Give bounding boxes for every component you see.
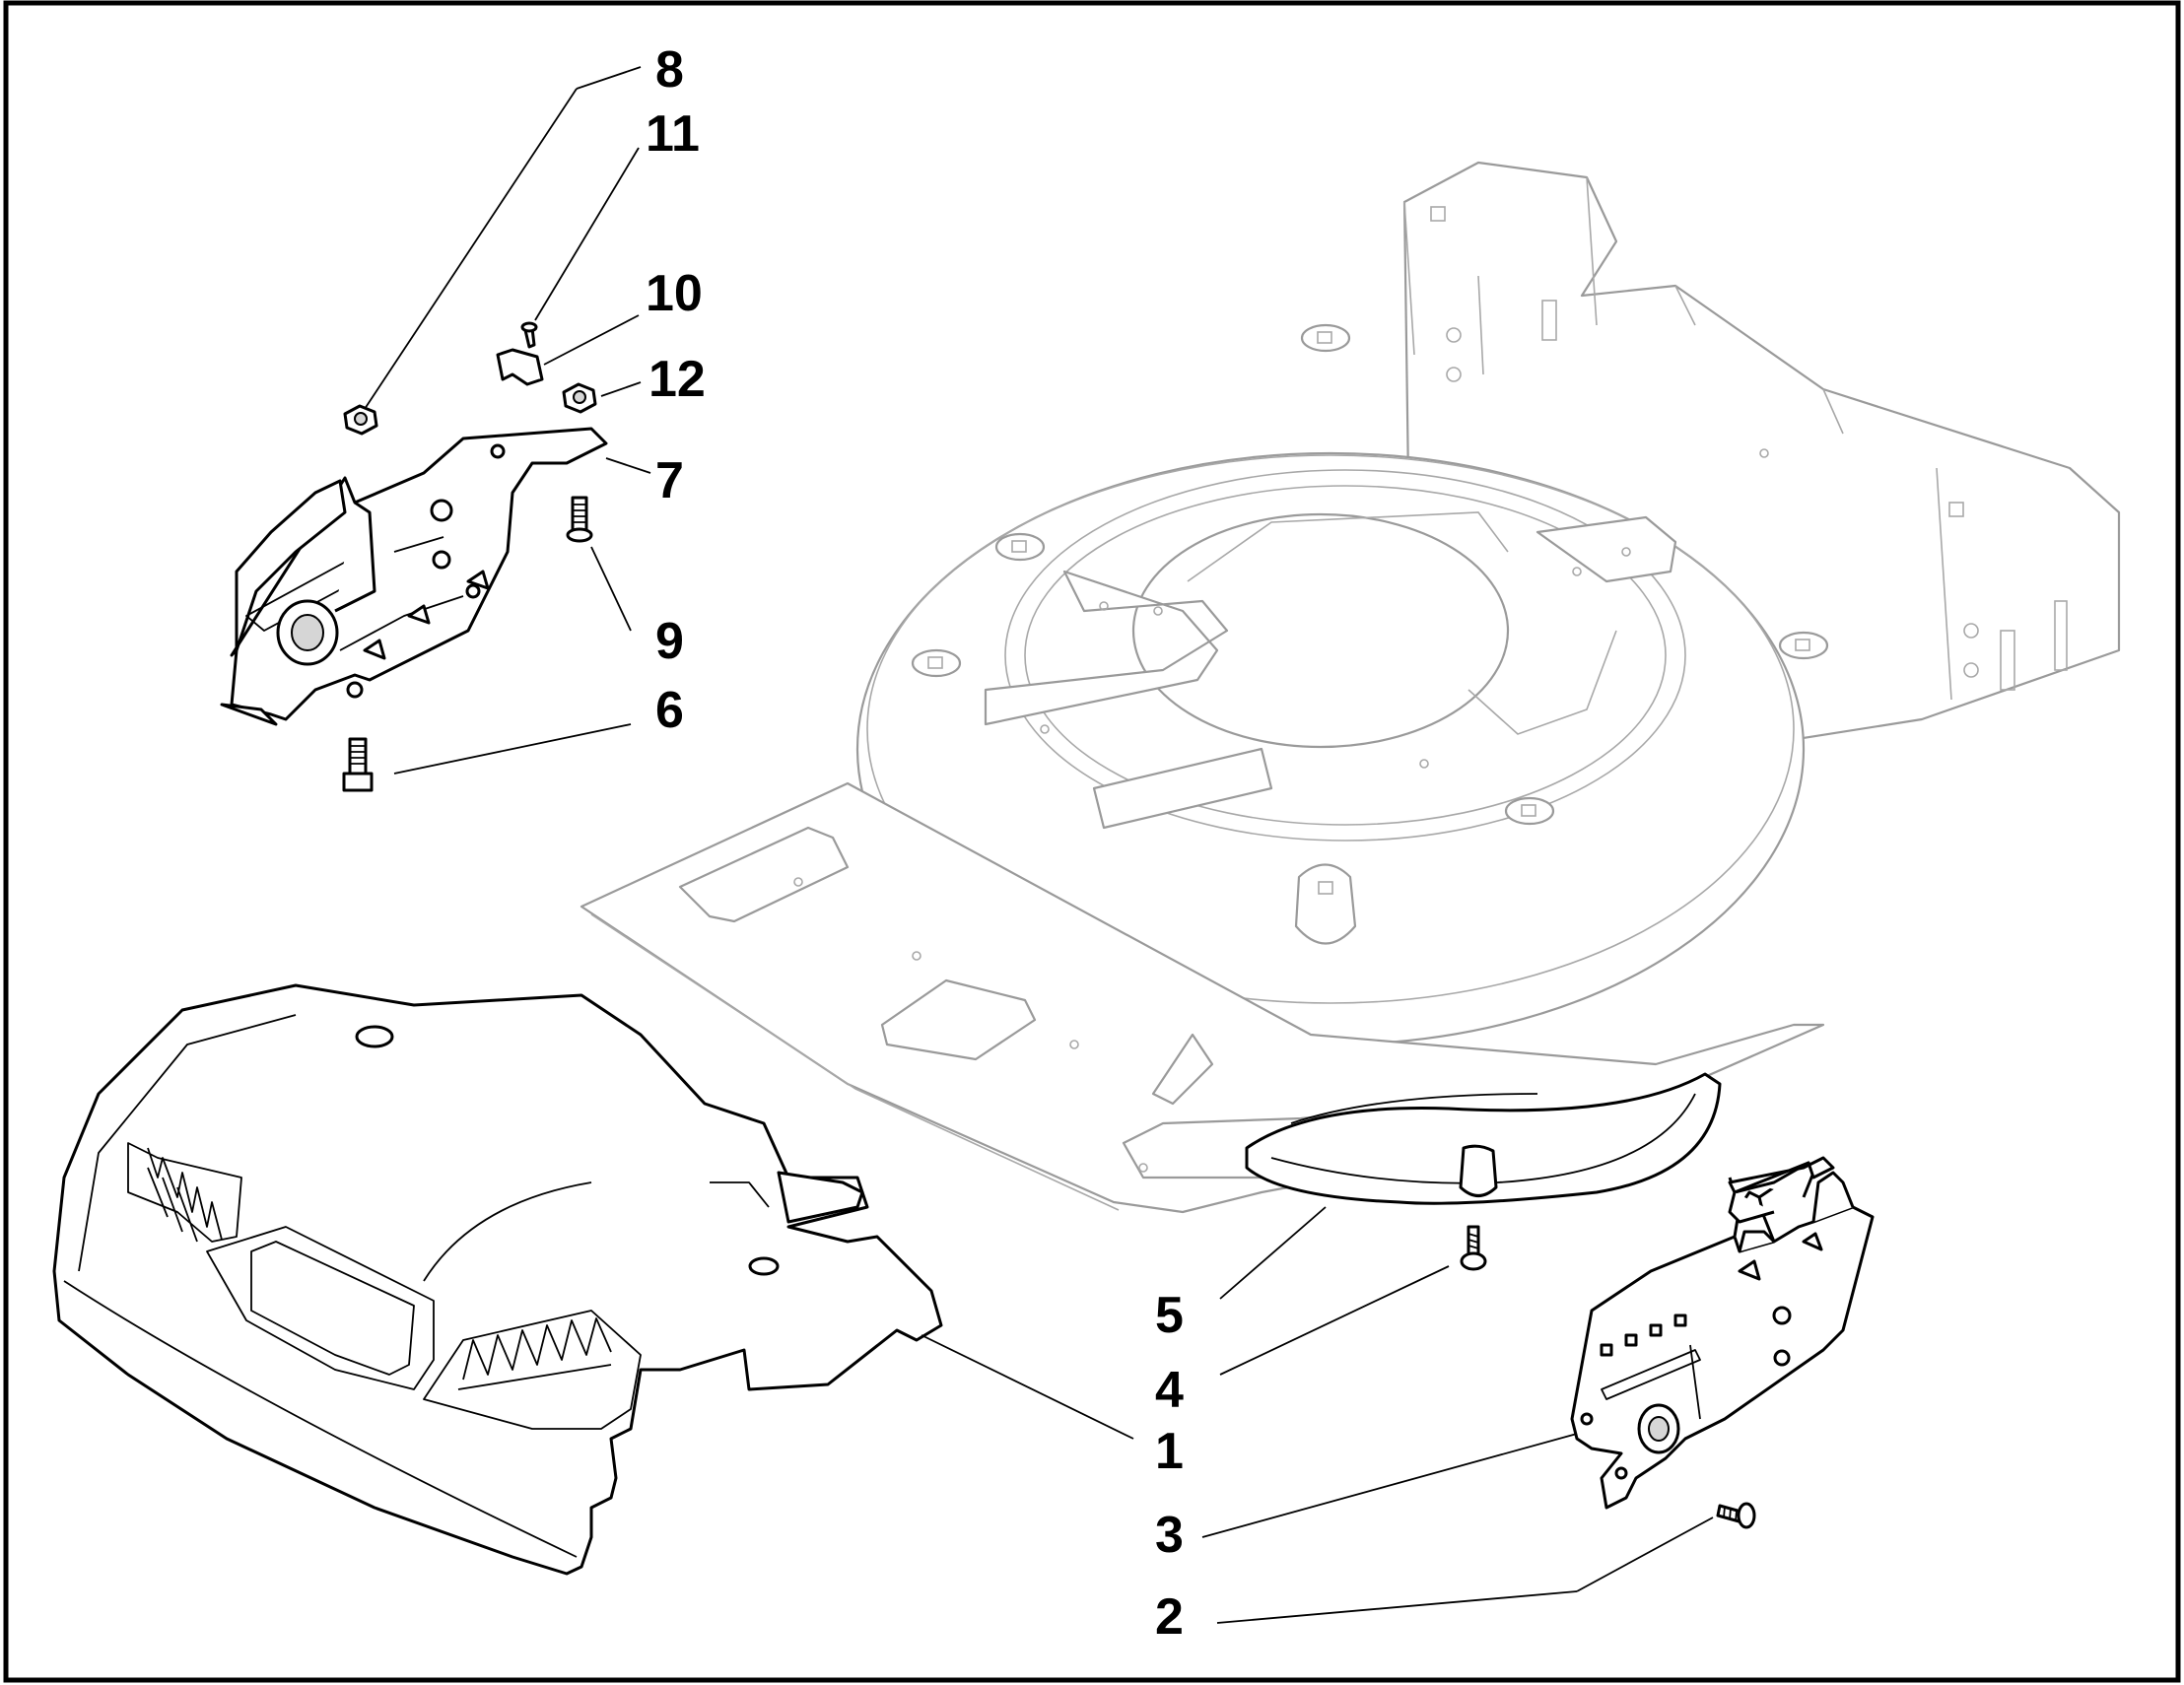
- leader-2: [1216, 1590, 1578, 1624]
- leader-12: [600, 381, 642, 397]
- callout-12: 12: [648, 351, 706, 408]
- screw-4: [1460, 1225, 1487, 1271]
- callout-6: 6: [655, 682, 684, 739]
- callout-7: 7: [655, 452, 684, 509]
- callout-2: 2: [1155, 1588, 1184, 1646]
- screw-11: [520, 321, 538, 349]
- callout-1: 1: [1155, 1423, 1184, 1480]
- left-vent-slats: [147, 1147, 223, 1243]
- bolt-9: [566, 496, 593, 543]
- leader-5: [1219, 1206, 1327, 1300]
- mower-deck-ghost: [580, 161, 2121, 1214]
- callout-9: 9: [655, 613, 684, 670]
- blade-guard-disc: [1245, 1072, 1722, 1205]
- leader-3: [1201, 1433, 1578, 1538]
- clip-10: [496, 348, 544, 386]
- callout-3: 3: [1155, 1507, 1184, 1564]
- callout-labels: 8 11 10 12 7 9 6 5 4 1 3 2: [646, 41, 1184, 1646]
- drawing-frame: [3, 0, 2181, 1683]
- hex-nut-12: [562, 382, 597, 414]
- left-side-bracket: [220, 427, 608, 726]
- right-vent-slats: [457, 1317, 612, 1390]
- leader-8: [364, 88, 578, 410]
- callout-4: 4: [1155, 1362, 1184, 1419]
- leader-lines: [364, 66, 1714, 1624]
- screw-2: [1716, 1502, 1756, 1529]
- hex-nut-8: [343, 404, 378, 436]
- leader-1: [921, 1334, 1134, 1440]
- leader-9: [590, 546, 632, 632]
- callout-10: 10: [646, 265, 703, 322]
- front-cover-shell: [52, 983, 943, 1576]
- callout-5: 5: [1155, 1287, 1184, 1344]
- leader-7: [605, 457, 651, 474]
- leader-8b: [576, 66, 642, 90]
- leader-6: [393, 723, 632, 775]
- callout-11: 11: [646, 105, 700, 163]
- right-side-bracket: [1570, 1156, 1875, 1510]
- bolt-6: [342, 737, 374, 792]
- leader-10: [543, 314, 640, 366]
- callout-8: 8: [655, 41, 684, 99]
- leader-11: [534, 147, 640, 321]
- leader-4: [1219, 1265, 1450, 1376]
- leader-2b: [1576, 1516, 1714, 1592]
